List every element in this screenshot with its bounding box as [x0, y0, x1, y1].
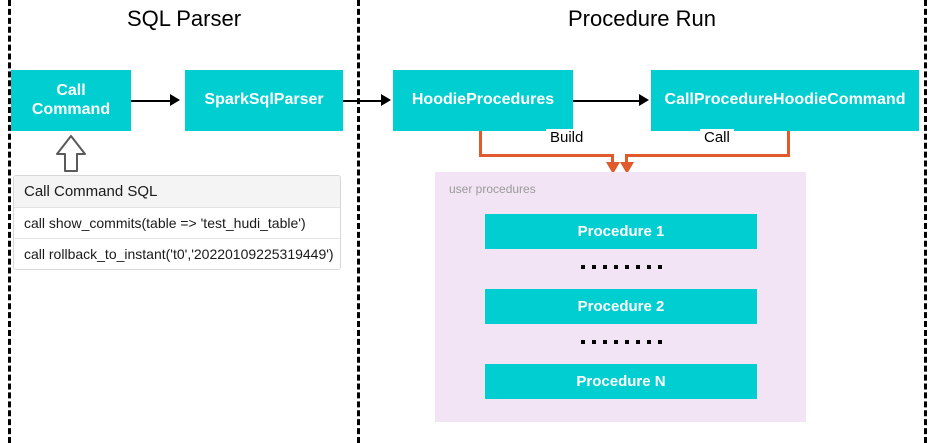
- ellipsis-dot: [635, 340, 640, 344]
- ellipsis-dot: [635, 265, 640, 269]
- ellipsis-dot: [646, 265, 651, 269]
- procedure-box-n[interactable]: Procedure N: [485, 364, 757, 399]
- section-divider-middle: [357, 0, 360, 443]
- connector-build-vertical-end: [611, 154, 614, 164]
- user-procedures-label: user procedures: [449, 182, 536, 196]
- ellipsis-dot: [624, 340, 629, 344]
- procedure-box-2[interactable]: Procedure 2: [485, 289, 757, 324]
- ellipsis-dot: [613, 265, 618, 269]
- arrow-spark-sql-parser-to-hoodie-procedures: [343, 100, 383, 102]
- arrowhead-icon-3: [639, 94, 649, 106]
- sql-table-header: Call Command SQL: [14, 176, 340, 208]
- ellipsis-dot: [591, 265, 596, 269]
- ellipsis-dot: [580, 265, 585, 269]
- node-spark-sql-parser[interactable]: SparkSqlParser: [185, 70, 343, 131]
- ellipsis-dot: [602, 340, 607, 344]
- sql-table-row: call rollback_to_instant('t0','202201092…: [14, 239, 340, 269]
- call-command-sql-table: Call Command SQL call show_commits(table…: [13, 175, 341, 270]
- ellipsis-dot: [580, 340, 585, 344]
- connector-build-vertical-start: [479, 131, 482, 157]
- connector-call-vertical-start: [787, 131, 790, 157]
- node-call-command[interactable]: Call Command: [11, 70, 131, 131]
- section-title-sql-parser: SQL Parser: [126, 6, 242, 31]
- ellipsis-dot: [624, 265, 629, 269]
- ellipsis-dot: [591, 340, 596, 344]
- node-hoodie-procedures[interactable]: HoodieProcedures: [393, 70, 573, 131]
- section-divider-left: [8, 0, 11, 443]
- ellipsis-dot: [657, 340, 662, 344]
- sql-table-row: call show_commits(table => 'test_hudi_ta…: [14, 208, 340, 239]
- node-call-procedure-hoodie-command[interactable]: CallProcedureHoodieCommand: [651, 70, 919, 131]
- ellipsis-dots-1: [485, 252, 757, 282]
- hollow-up-arrow-icon: [56, 135, 86, 172]
- connector-build-horizontal: [479, 154, 614, 157]
- arrow-call-command-to-spark-sql-parser: [131, 100, 173, 102]
- edge-label-call: Call: [700, 129, 734, 146]
- section-divider-right: [924, 0, 927, 443]
- ellipsis-dots-2: [485, 327, 757, 357]
- connector-call-vertical-end: [625, 154, 628, 164]
- ellipsis-dot: [602, 265, 607, 269]
- arrowhead-call-icon: [620, 162, 634, 174]
- section-title-procedure-run: Procedure Run: [568, 6, 716, 31]
- ellipsis-dot: [657, 265, 662, 269]
- arrowhead-icon-2: [381, 94, 391, 106]
- ellipsis-dot: [613, 340, 618, 344]
- user-procedures-panel: user procedures Procedure 1 Procedure 2 …: [435, 172, 806, 422]
- edge-label-build: Build: [546, 129, 588, 146]
- arrow-hoodie-procedures-to-call-procedure-command: [573, 100, 641, 102]
- arrowhead-build-icon: [606, 162, 620, 174]
- connector-call-horizontal: [625, 154, 790, 157]
- ellipsis-dot: [646, 340, 651, 344]
- arrowhead-icon-1: [170, 94, 180, 106]
- procedure-box-1[interactable]: Procedure 1: [485, 214, 757, 249]
